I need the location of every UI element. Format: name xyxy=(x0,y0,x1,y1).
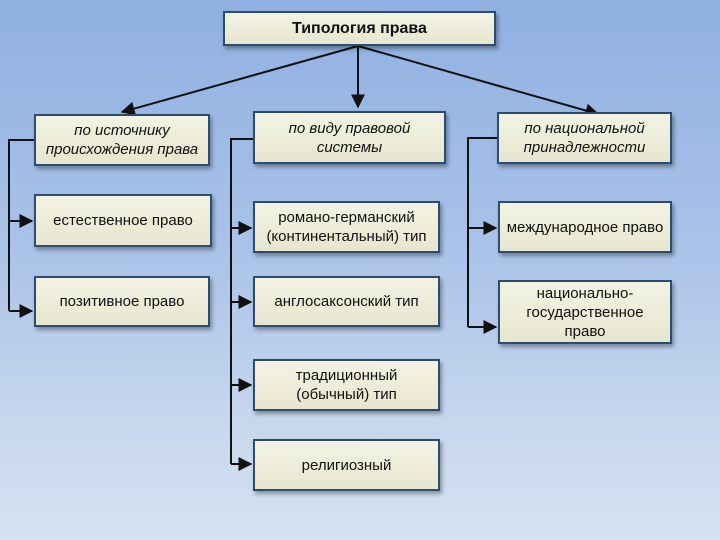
bracket-source xyxy=(8,139,34,318)
bracket-system xyxy=(230,138,253,471)
item-positive-law: позитивное право xyxy=(34,276,210,327)
item-religious: религиозный xyxy=(253,439,440,491)
diagram-title: Типология права xyxy=(223,11,496,46)
item-international-law: международное право xyxy=(498,201,672,253)
category-system: по виду правовой системы xyxy=(253,111,446,164)
item-national-state-law: национально-государственное право xyxy=(498,280,672,344)
bracket-national xyxy=(467,137,498,334)
arrow-to-source xyxy=(120,45,359,116)
arrow-to-national xyxy=(357,45,600,118)
item-traditional: традиционный (обычный) тип xyxy=(253,359,440,411)
category-source: по источнику происхождения права xyxy=(34,114,210,166)
item-anglo-saxon: англосаксонский тип xyxy=(253,276,440,327)
item-natural-law: естественное право xyxy=(34,194,212,247)
item-romano-germanic: романо-германский (континентальный) тип xyxy=(253,201,440,253)
category-national: по национальной принадлежности xyxy=(497,112,672,164)
